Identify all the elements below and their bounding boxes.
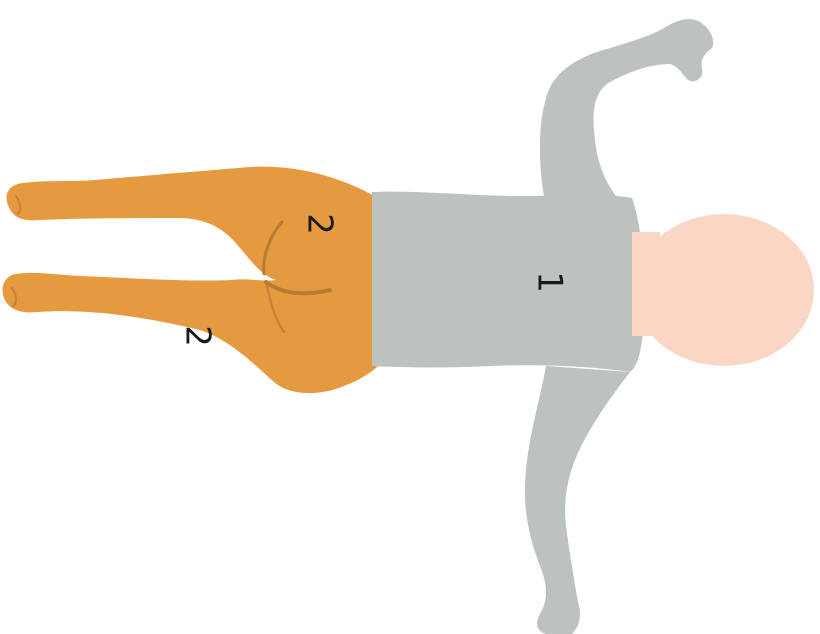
head-region <box>632 214 814 366</box>
legs-region <box>3 167 379 393</box>
region-label-upper-body: 1 <box>530 271 570 293</box>
region-label-lower-body-right: 2 <box>178 325 218 347</box>
raised-arm <box>540 19 713 196</box>
region-label-lower-body-left: 2 <box>300 213 340 235</box>
lowered-arm <box>525 366 630 634</box>
torso <box>372 192 645 372</box>
head <box>634 214 814 366</box>
